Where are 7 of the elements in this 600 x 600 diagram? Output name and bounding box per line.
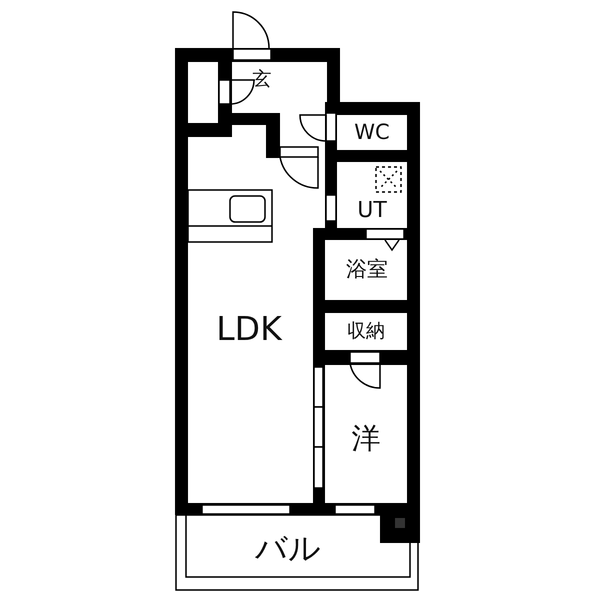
room-label: 収納: [328, 315, 404, 347]
room-label: WC: [340, 117, 404, 147]
room-label: 洋: [330, 418, 402, 458]
room-label: UT: [340, 196, 404, 226]
room-label: LDK: [192, 306, 306, 350]
room-label: 浴室: [328, 252, 406, 286]
room-label: 玄: [234, 64, 290, 94]
